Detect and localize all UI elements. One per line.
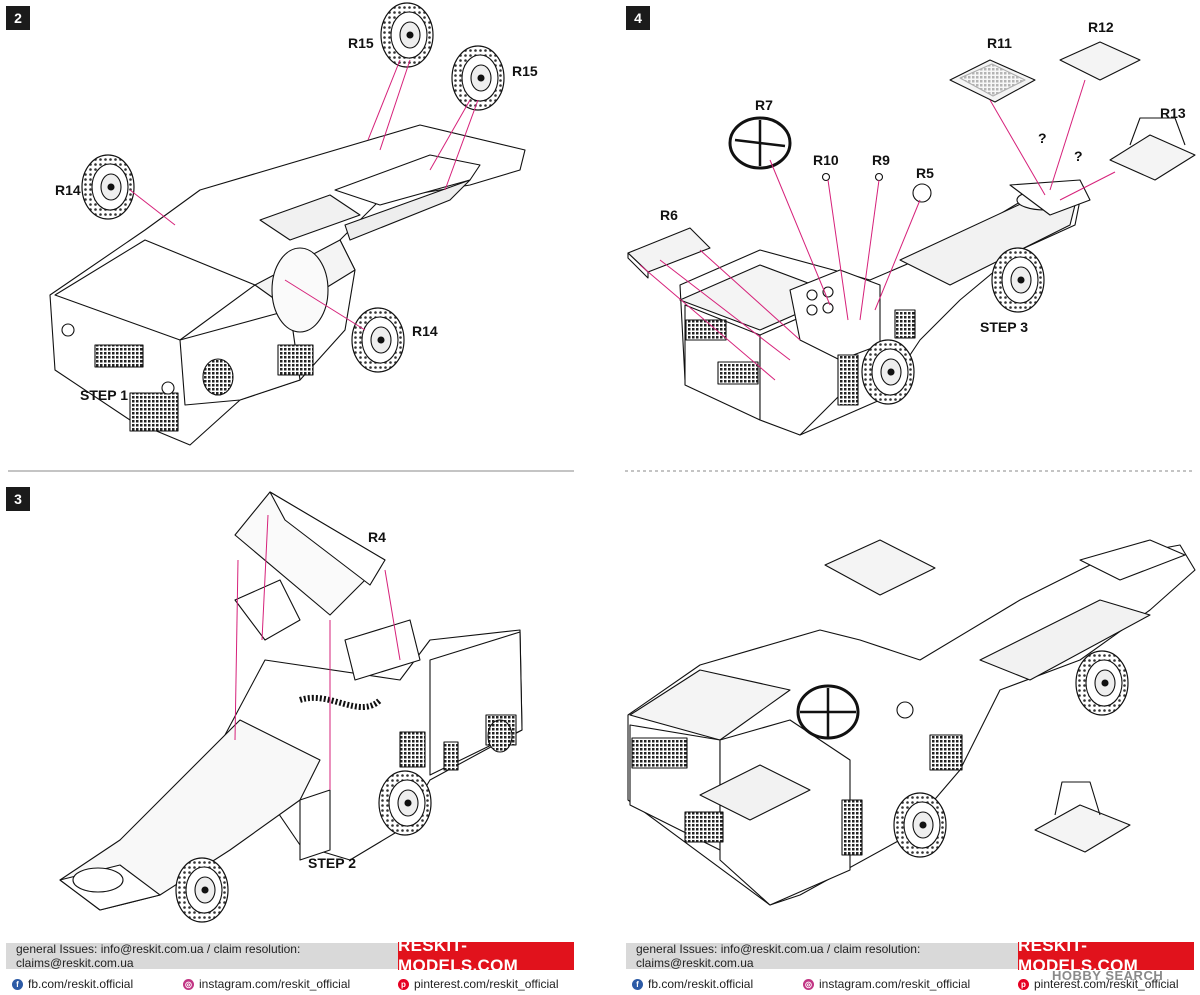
pinterest-link[interactable]: p pinterest.com/reskit_official: [398, 977, 559, 991]
facebook-link[interactable]: f fb.com/reskit.official: [632, 977, 753, 991]
sub-step-label: STEP 3: [980, 319, 1028, 335]
contact-text: general Issues: info@reskit.com.ua / cla…: [636, 942, 921, 970]
brand-link[interactable]: RESKIT-MODELS.COM: [1018, 936, 1194, 975]
part-label-r11: R11: [987, 35, 1012, 51]
contact-band: general Issues: info@reskit.com.ua / cla…: [626, 942, 1018, 970]
facebook-icon: f: [12, 978, 23, 990]
instagram-link[interactable]: ◎ instagram.com/reskit_official: [803, 977, 970, 991]
pinterest-icon: p: [398, 978, 409, 990]
instagram-icon: ◎: [183, 978, 194, 990]
contact-band: general Issues: info@reskit.com.ua / cla…: [6, 942, 398, 970]
question-mark: ?: [1074, 148, 1083, 164]
part-label-r15: R15: [512, 63, 538, 79]
part-label-r4: R4: [368, 529, 386, 545]
facebook-link[interactable]: f fb.com/reskit.official: [12, 977, 133, 991]
instagram-link[interactable]: ◎ instagram.com/reskit_official: [183, 977, 350, 991]
sub-step-label: STEP 2: [308, 855, 356, 871]
part-label-r9: R9: [872, 152, 890, 168]
final-vehicle-art: [627, 539, 1196, 906]
part-label-r15: R15: [348, 35, 374, 51]
facebook-icon: f: [632, 978, 643, 990]
part-label-r14: R14: [55, 182, 81, 198]
sub-step-label: STEP 1: [80, 387, 128, 403]
step3-vehicle-art: [59, 491, 523, 911]
part-label-r13: R13: [1160, 105, 1186, 121]
question-mark: ?: [1038, 130, 1047, 146]
facebook-label: fb.com/reskit.official: [28, 977, 134, 991]
part-label-r12: R12: [1088, 19, 1114, 35]
pinterest-link[interactable]: p pinterest.com/reskit_official: [1018, 977, 1179, 991]
part-label-r10: R10: [813, 152, 839, 168]
watermark: HOBBY SEARCH: [1052, 968, 1164, 983]
part-label-r6: R6: [660, 207, 678, 223]
part-label-r7: R7: [755, 97, 773, 113]
part-label-r5: R5: [916, 165, 934, 181]
step4-vehicle-art: [679, 179, 1091, 436]
pinterest-label: pinterest.com/reskit_official: [414, 977, 559, 991]
part-label-r14: R14: [412, 323, 438, 339]
step-number-2: 2: [6, 6, 30, 30]
instagram-icon: ◎: [803, 978, 814, 990]
step-number-3: 3: [6, 487, 30, 511]
instagram-label: instagram.com/reskit_official: [819, 977, 971, 991]
pinterest-icon: p: [1018, 978, 1029, 990]
pinterest-label: pinterest.com/reskit_official: [1034, 977, 1179, 991]
instagram-label: instagram.com/reskit_official: [199, 977, 351, 991]
facebook-label: fb.com/reskit.official: [648, 977, 754, 991]
step-number-4: 4: [626, 6, 650, 30]
contact-text: general Issues: info@reskit.com.ua / cla…: [16, 942, 301, 970]
step2-vehicle-art: [49, 124, 526, 446]
brand-link[interactable]: RESKIT-MODELS.COM: [398, 936, 574, 975]
